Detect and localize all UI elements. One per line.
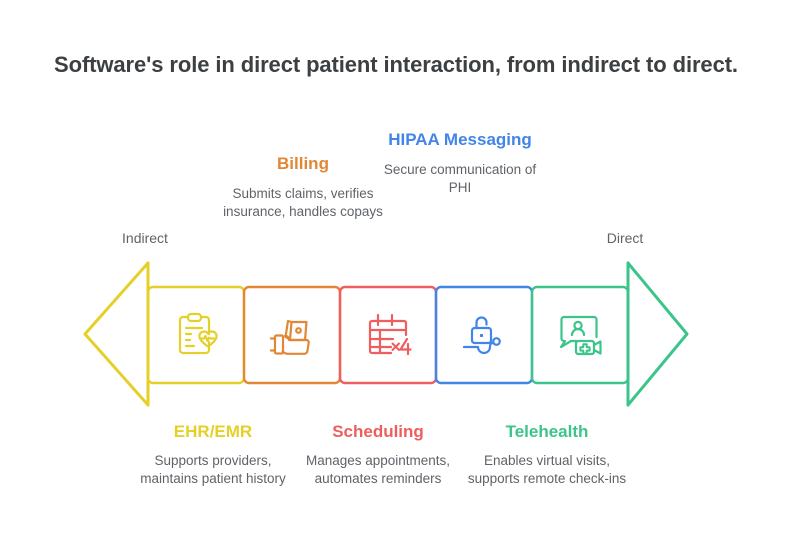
callout-scheduling: Scheduling Manages appointments, automat… [293, 420, 463, 488]
callout-description-ehr-emr: Supports providers, maintains patient hi… [140, 453, 286, 486]
callout-billing: Billing Submits claims, verifies insuran… [218, 152, 388, 221]
arrow-band-graphic [83, 261, 689, 407]
clipboard-heart-icon [178, 312, 218, 355]
axis-label-direct: Direct [606, 230, 644, 246]
stage-icon-cell-scheduling[interactable] [340, 287, 436, 383]
arrowhead-right-direct [626, 261, 689, 407]
axis-label-indirect: Indirect [122, 230, 168, 246]
callout-description-hipaa-messaging: Secure communication of PHI [383, 162, 537, 195]
stage-icon-cell-ehr[interactable] [148, 287, 244, 383]
callout-description-billing: Submits claims, verifies insurance, hand… [223, 186, 383, 219]
stage-icon-cell-hipaa[interactable] [436, 287, 532, 383]
callout-hipaa-messaging: HIPAA Messaging Secure communication of … [375, 128, 545, 197]
calendar-times-four-icon [368, 313, 412, 356]
arrowhead-left-indirect [83, 261, 150, 407]
callout-title-hipaa-messaging: HIPAA Messaging [388, 130, 532, 149]
stage-icon-cell-telehealth[interactable] [532, 287, 628, 383]
video-call-medical-icon [559, 315, 602, 356]
stage-icon-cell-billing[interactable] [244, 287, 340, 383]
callout-title-billing: Billing [277, 154, 329, 173]
page-title: Software's role in direct patient intera… [54, 52, 738, 77]
callout-title-ehr-emr: EHR/EMR [173, 422, 253, 441]
callout-description-telehealth: Enables virtual visits, supports remote … [467, 453, 627, 486]
hand-card-payment-icon [269, 319, 310, 355]
padlock-secure-icon [462, 316, 501, 355]
callout-title-scheduling: Scheduling [332, 422, 424, 441]
callout-description-scheduling: Manages appointments, automates reminder… [305, 453, 451, 486]
callout-ehr-emr: EHR/EMR Supports providers, maintains pa… [128, 420, 298, 488]
callout-telehealth: Telehealth Enables virtual visits, suppo… [462, 420, 632, 488]
callout-title-telehealth: Telehealth [505, 422, 589, 441]
